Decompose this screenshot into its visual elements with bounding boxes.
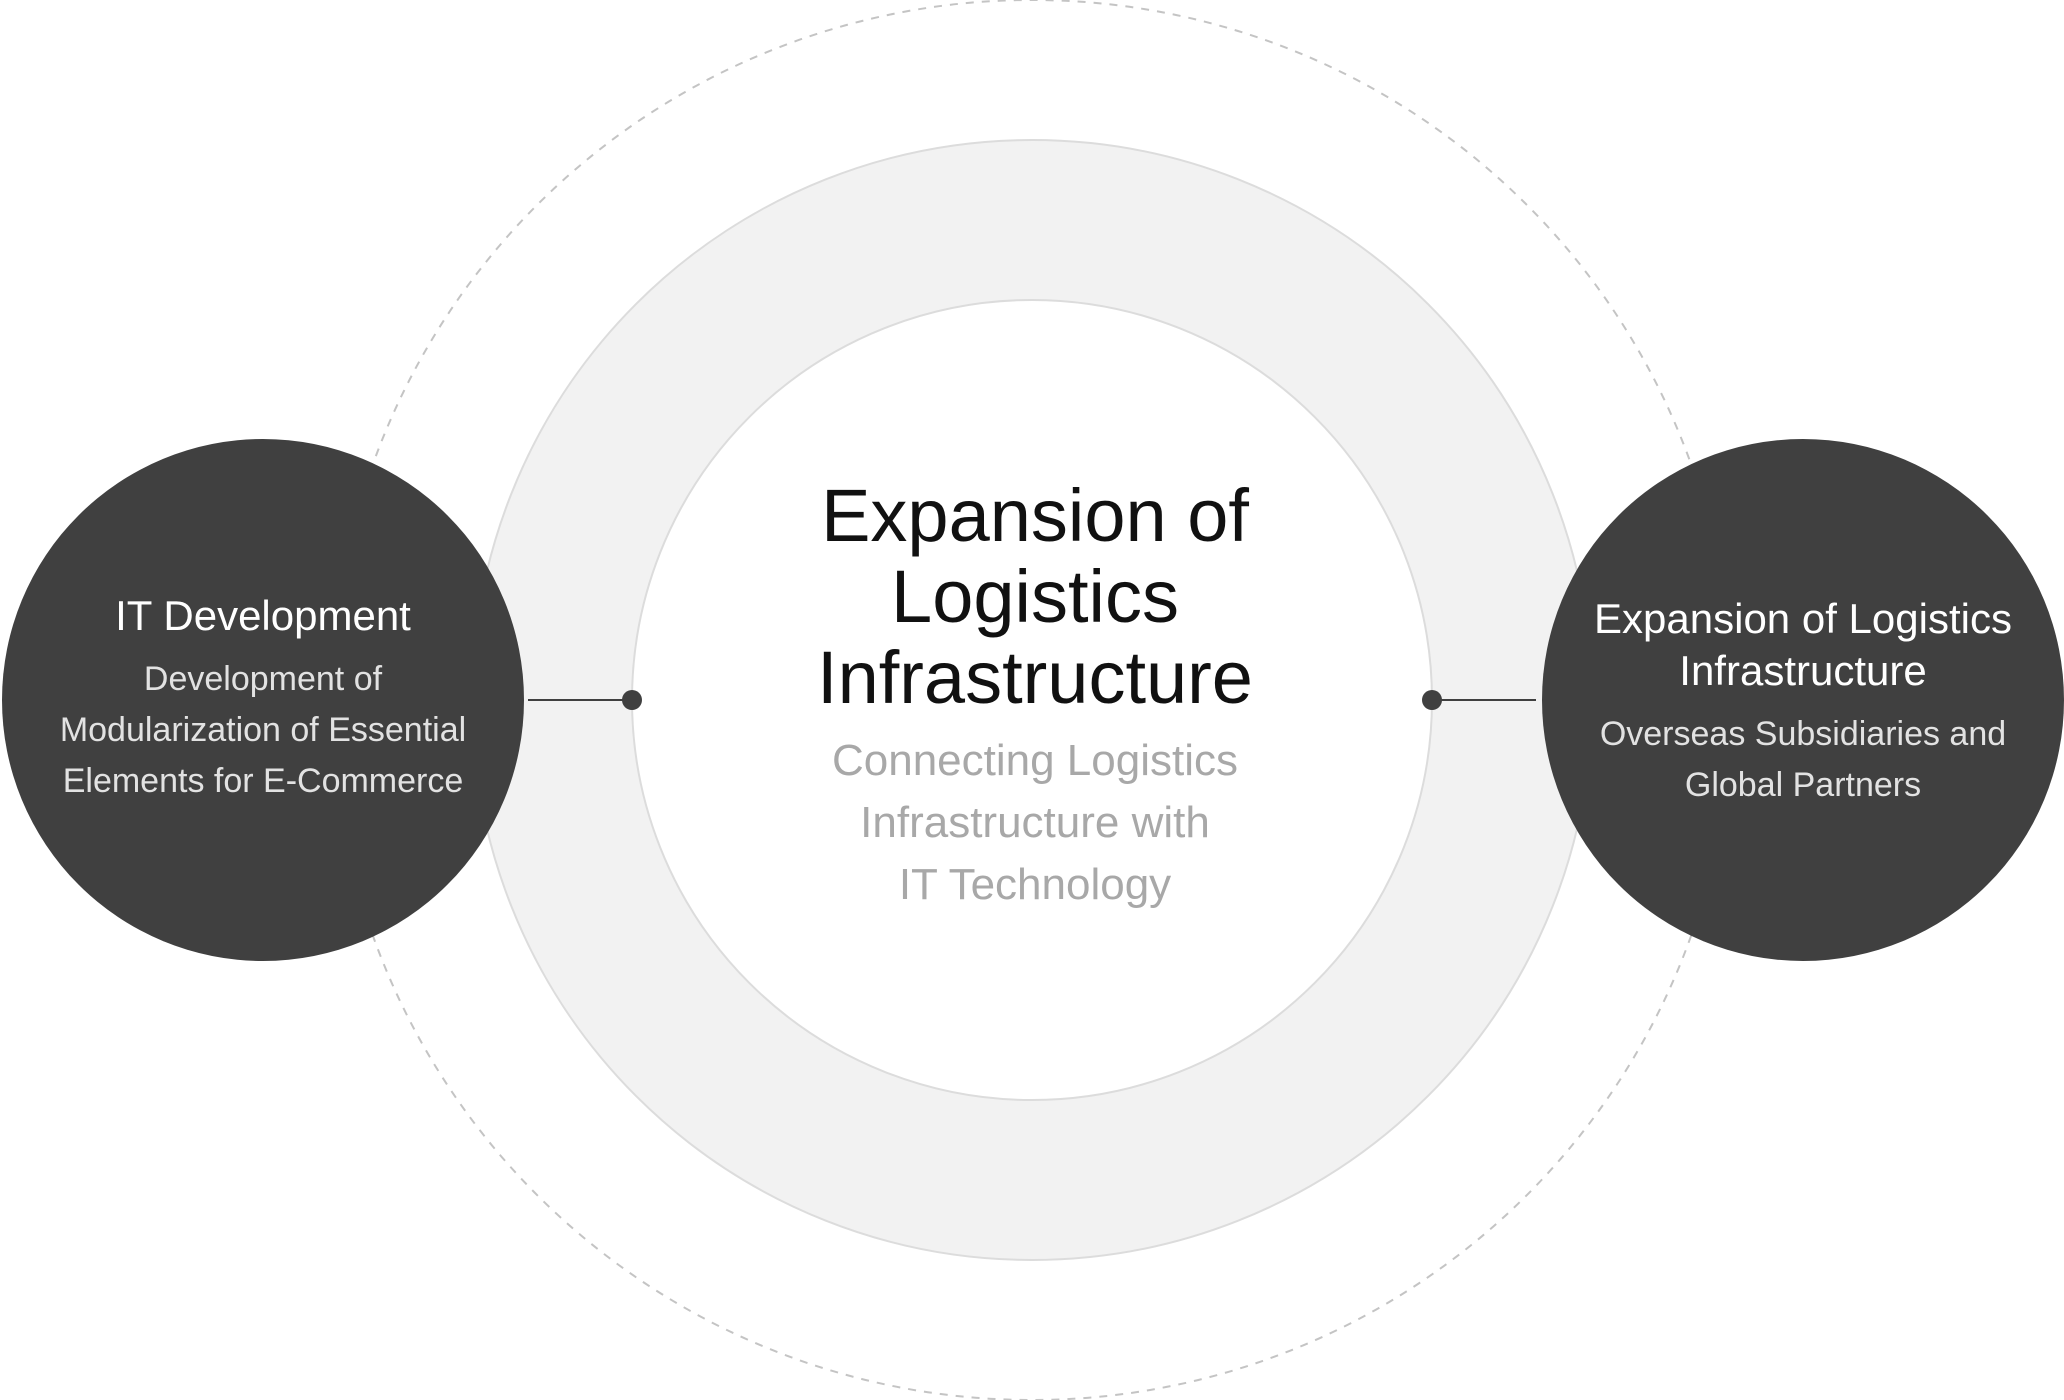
center-subtitle-line: IT Technology: [898, 860, 1172, 909]
center-subtitle-line: Infrastructure with: [860, 798, 1210, 847]
left-node-title: IT Development: [115, 592, 411, 639]
center-subtitle-line: Connecting Logistics: [831, 736, 1238, 785]
right-node-label: Expansion of Logistics Infrastructure Ov…: [1563, 593, 2043, 811]
left-node-circle: [2, 439, 524, 961]
right-connector-dot: [1422, 690, 1442, 710]
right-node-title-line: Infrastructure: [1679, 647, 1927, 694]
right-node-title: Expansion of Logistics Infrastructure: [1563, 593, 2043, 697]
center-title-line: Infrastructure: [817, 636, 1253, 719]
left-node-description: Development of Modularization of Essenti…: [23, 654, 503, 807]
left-node-desc-line: Elements for E-Commerce: [62, 762, 464, 800]
center-label: Expansion of Logistics Infrastructure Co…: [735, 475, 1335, 916]
right-node-title-line: Expansion of Logistics: [1594, 595, 2012, 642]
center-title-line: Expansion of: [821, 474, 1249, 557]
center-title: Expansion of Logistics Infrastructure: [735, 475, 1335, 718]
right-node-desc-line: Overseas Subsidiaries and: [1599, 715, 2007, 753]
left-node-label: IT Development Development of Modulariza…: [23, 590, 503, 807]
right-node-desc-line: Global Partners: [1684, 766, 1922, 804]
left-node-desc-line: Development of: [143, 660, 383, 698]
center-title-line: Logistics: [891, 555, 1179, 638]
right-node-description: Overseas Subsidiaries and Global Partner…: [1563, 709, 2043, 811]
right-node-circle: [1542, 439, 2064, 961]
left-node-desc-line: Modularization of Essential: [59, 711, 467, 749]
center-subtitle: Connecting Logistics Infrastructure with…: [735, 730, 1335, 916]
left-connector-dot: [622, 690, 642, 710]
